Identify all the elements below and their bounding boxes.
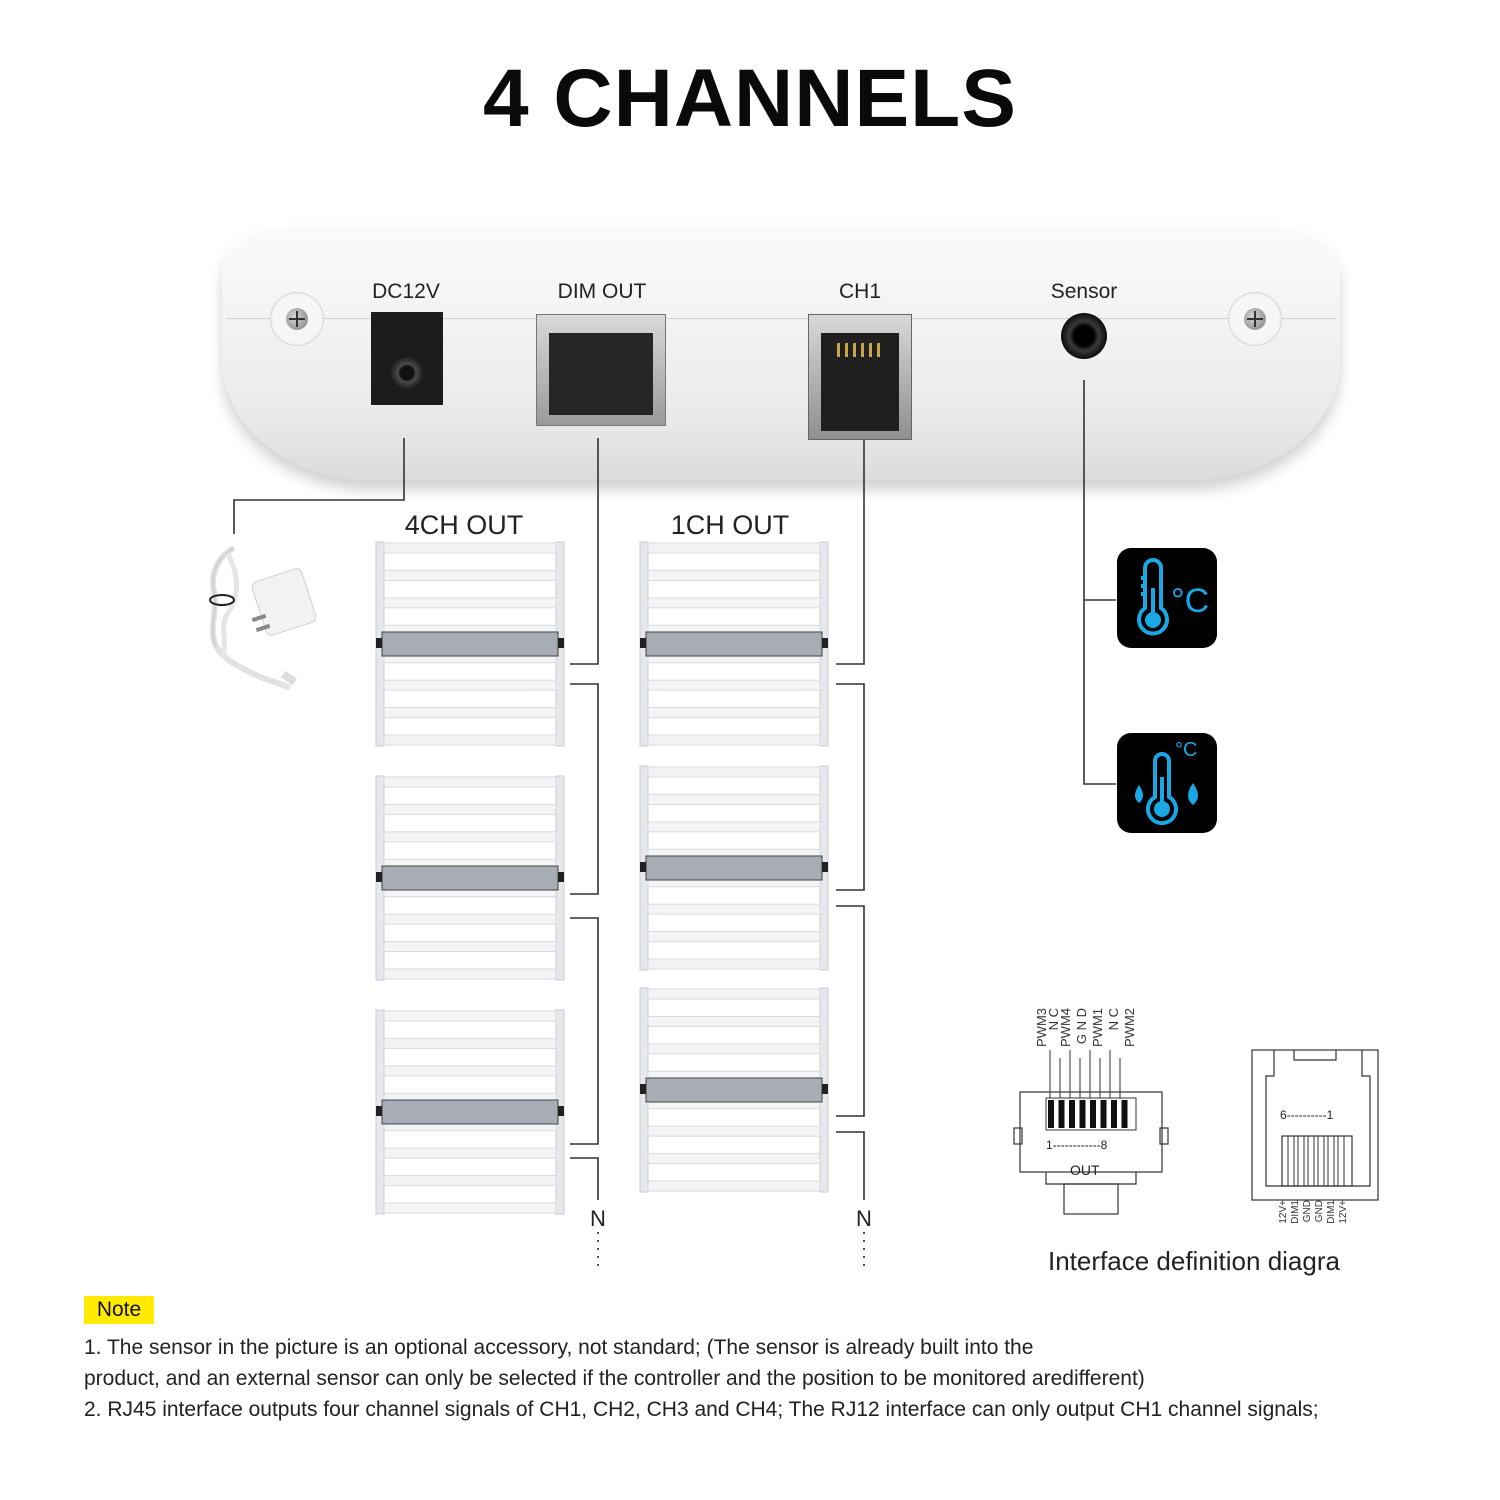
rj45-pin-labels: PWM3 N C PWM4 G N D PWM1 N C PWM2: [1034, 1008, 1146, 1048]
rj45-pin-bar: [1048, 1100, 1054, 1128]
ch1-line: [836, 440, 865, 665]
grow-light-4ch-3: [375, 1009, 565, 1215]
rj45-pin-bar: [1090, 1100, 1096, 1128]
celsius-label: °C: [1171, 582, 1210, 620]
temperature-sensor-tile: °C: [1117, 548, 1217, 648]
rj45-pin-bar: [1121, 1100, 1128, 1128]
interface-diagram-caption: Interface definition diagra: [1048, 1246, 1340, 1276]
1ch-out-label: 1CH OUT: [670, 510, 790, 540]
grow-light-4ch-2: [375, 775, 565, 981]
thermometer-icon: [1137, 558, 1169, 636]
rj12-port: [808, 314, 912, 440]
n-label-right: N: [856, 1206, 872, 1231]
dim-out-line: [570, 438, 599, 665]
sensor-line: [1083, 380, 1116, 785]
sensor-jack: [1061, 313, 1107, 359]
note-line-3: 2. RJ45 interface outputs four channel s…: [84, 1398, 1319, 1421]
power-adapter-image: [209, 545, 317, 690]
rj45-pin-bar: [1111, 1100, 1117, 1128]
power-cable-line: [233, 438, 405, 534]
screw-icon: [1228, 292, 1282, 346]
rj45-pin-bar: [1069, 1100, 1075, 1128]
humidity-sensor-tile: °C: [1117, 733, 1217, 833]
rj12-pin-label: DIM1: [1290, 1200, 1301, 1224]
port-label-dim-out: DIM OUT: [557, 280, 647, 303]
rj12-pin-bar: [1337, 1135, 1345, 1187]
note-line-1: 1. The sensor in the picture is an optio…: [84, 1336, 1034, 1359]
n-label-left: N: [590, 1206, 606, 1231]
rj45-out-label: OUT: [1070, 1162, 1100, 1178]
rj45-pin-label: PWM4: [1058, 1008, 1073, 1047]
rj45-pin-bar: [1100, 1100, 1107, 1128]
rj45-pin-bar: [1058, 1100, 1065, 1128]
grow-light-1ch-3: [639, 987, 829, 1193]
port-label-sensor: Sensor: [1050, 280, 1118, 303]
rj12-pin-bar: [1327, 1135, 1335, 1187]
rj45-pin-label: N C: [1106, 1008, 1121, 1031]
note-badge: Note: [84, 1296, 154, 1324]
grow-light-1ch-1: [639, 541, 829, 747]
screw-icon: [270, 292, 324, 346]
interface-definition-diagram: [1013, 1049, 1379, 1215]
rj12-pin-range: 6----------1: [1280, 1108, 1334, 1122]
rj12-pin-label: DIM1: [1326, 1200, 1337, 1224]
rj12-pin-bar: [1297, 1135, 1305, 1187]
rj12-pin-bar: [1307, 1135, 1315, 1187]
port-label-dc12v: DC12V: [372, 280, 440, 303]
rj45-port: [536, 314, 666, 426]
grow-light-4ch-1: [375, 541, 565, 747]
rj45-pin-bar: [1079, 1100, 1086, 1128]
page-title: 4 CHANNELS: [483, 53, 1017, 144]
rj12-pin-label: 12V+: [1278, 1200, 1289, 1224]
rj12-pin-label: 12V+: [1338, 1200, 1349, 1224]
rj45-pin-label: G N D: [1074, 1008, 1089, 1045]
device-seam: [226, 318, 1336, 319]
rj45-pin-label: PWM2: [1122, 1008, 1137, 1047]
rj12-pin-bar: [1287, 1135, 1295, 1187]
rj45-pin-label: PWM1: [1090, 1008, 1105, 1047]
humidity-thermometer-icon: [1135, 752, 1198, 826]
rj12-pin-labels: 12V+ DIM1 GND GND DIM1 12V+: [1278, 1200, 1362, 1230]
note-line-2: product, and an external sensor can only…: [84, 1367, 1145, 1390]
grow-light-1ch-2: [639, 765, 829, 971]
rj12-pin-bar: [1317, 1135, 1325, 1187]
rj45-pin-range: 1------------8: [1046, 1138, 1108, 1152]
port-label-ch1: CH1: [838, 280, 881, 303]
rj12-pin-label: GND: [1314, 1200, 1325, 1223]
rj12-pin-label: GND: [1302, 1200, 1313, 1223]
4ch-out-label: 4CH OUT: [404, 510, 524, 540]
celsius-label: °C: [1175, 739, 1198, 761]
dc-power-jack: [371, 312, 443, 405]
